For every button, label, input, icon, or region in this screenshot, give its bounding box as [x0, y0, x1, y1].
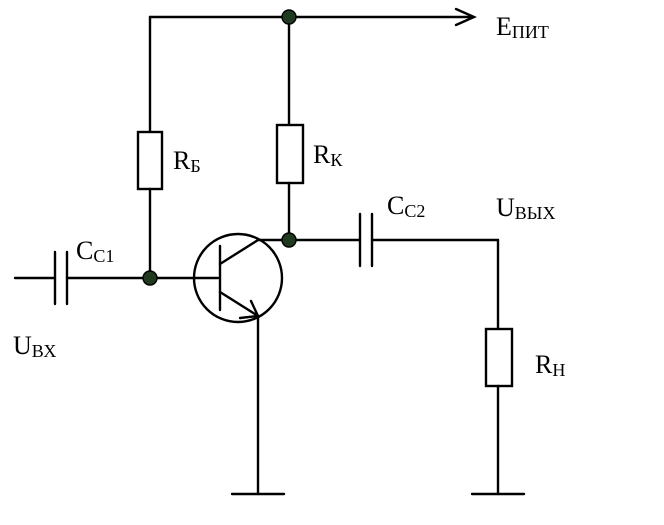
- label-rb-sub: Б: [190, 156, 201, 176]
- label-rk-sub: К: [330, 150, 343, 170]
- resistor-rn: [484, 327, 514, 388]
- junction-collector: [281, 232, 297, 248]
- label-uvyh: UВЫХ: [496, 193, 556, 223]
- resistor-rb: [136, 130, 164, 191]
- label-rk: RК: [313, 140, 343, 170]
- label-uvh: UВХ: [13, 331, 57, 361]
- label-uvyh-sub: ВЫХ: [514, 203, 556, 223]
- label-rn-main: R: [535, 350, 553, 379]
- label-rb-main: R: [173, 146, 191, 175]
- label-cc2-main: C: [387, 191, 405, 220]
- junction-supply: [281, 9, 297, 25]
- transistor-collector-lead: [218, 238, 291, 266]
- label-cc1-main: C: [76, 236, 94, 265]
- label-supply-sub: ПИТ: [511, 22, 549, 42]
- label-rn-sub: Н: [552, 360, 566, 380]
- label-cc1-sub: C1: [93, 246, 115, 266]
- resistor-rk: [275, 123, 305, 185]
- supply-arrow: [454, 7, 477, 27]
- label-supply-main: E: [496, 12, 512, 41]
- label-rn: RН: [535, 350, 566, 380]
- label-rb: RБ: [173, 146, 201, 176]
- label-cc2: CC2: [387, 191, 426, 221]
- label-supply: EПИТ: [496, 12, 549, 42]
- transistor-body: [192, 232, 284, 324]
- label-uvyh-main: U: [496, 193, 515, 222]
- label-rk-main: R: [313, 140, 331, 169]
- label-uvh-main: U: [13, 331, 32, 360]
- label-cc1: CC1: [76, 236, 115, 266]
- junction-base: [142, 270, 158, 286]
- label-cc2-sub: C2: [404, 201, 426, 221]
- label-uvh-sub: ВХ: [31, 341, 57, 361]
- transistor-emitter-lead: [218, 290, 260, 318]
